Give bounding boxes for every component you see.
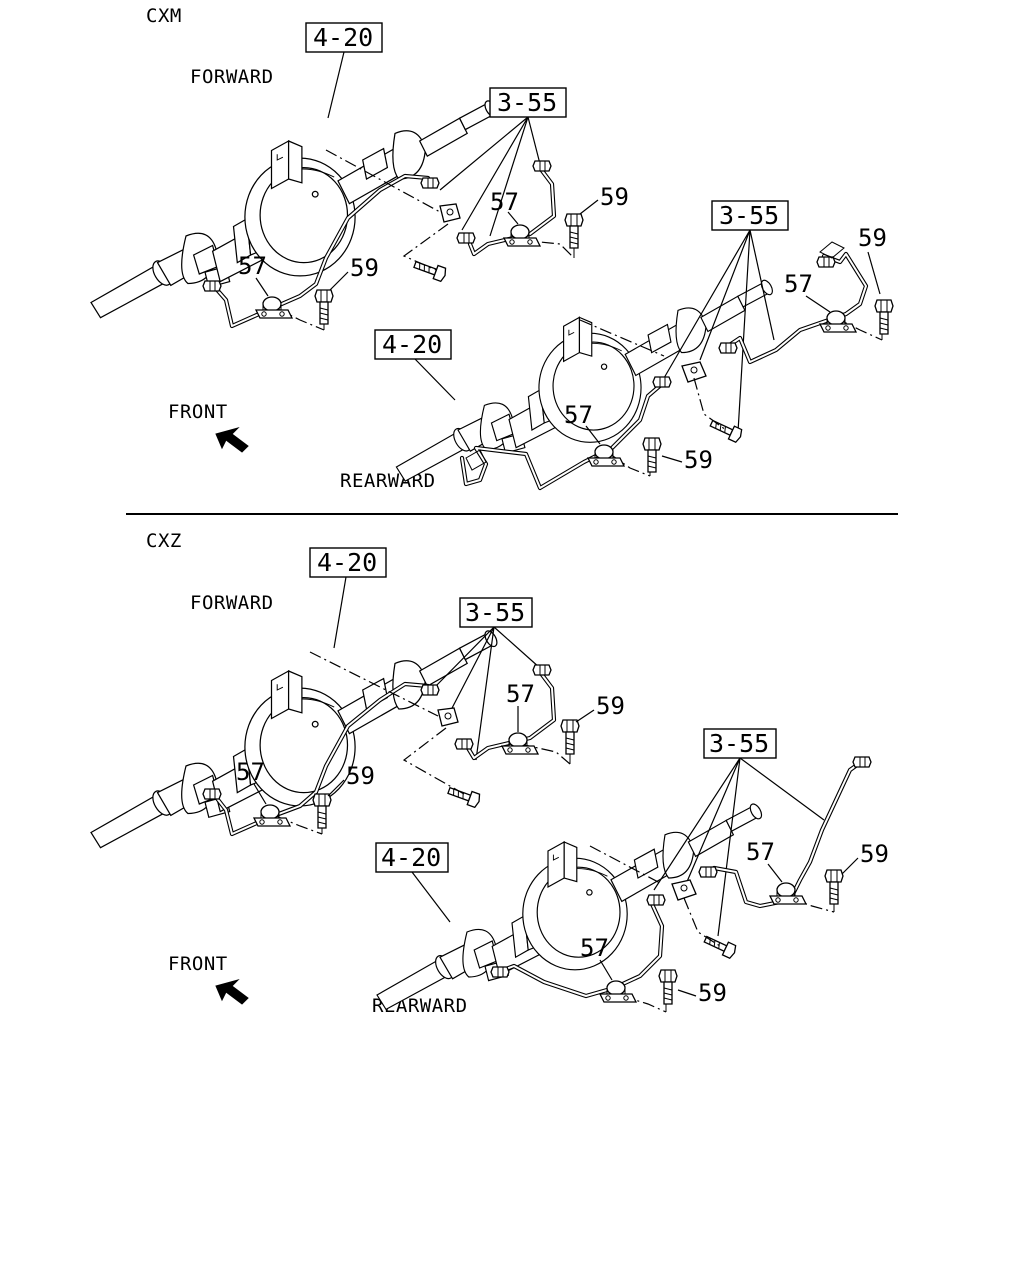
bolt-59 (642, 437, 662, 473)
part-57: 57 (506, 680, 535, 708)
svg-text:3-55: 3-55 (719, 201, 779, 230)
part-57: 57 (236, 758, 265, 786)
bolt-59 (564, 213, 584, 249)
ref-axle-rearward: 4-20 (375, 842, 451, 923)
part-57: 57 (746, 838, 775, 866)
part-59: 59 (860, 840, 889, 868)
front-label: FRONT (168, 401, 228, 423)
part-59: 59 (350, 254, 379, 282)
part-57: 57 (238, 252, 267, 280)
svg-text:3-55: 3-55 (709, 729, 769, 758)
part-59: 59 (684, 446, 713, 474)
ref-hose-rearward: 3-55 (663, 200, 789, 433)
forward-axle (90, 628, 500, 849)
ref-hose-rearward: 3-55 (653, 728, 825, 937)
variant-label: CXZ (146, 530, 182, 552)
clip-57 (769, 882, 807, 905)
svg-text:4-20: 4-20 (381, 843, 441, 872)
bolt-59 (560, 719, 580, 755)
ref-axle-forward: 4-20 (309, 547, 387, 649)
panel-cxm: CXM FORWARD FRONT REARWARD 4-20 3-55 4-2… (90, 5, 894, 492)
bolt-59 (314, 289, 334, 325)
bolt-59 (658, 969, 678, 1005)
rearward-axle (395, 277, 776, 482)
rearward-label: REARWARD (340, 470, 436, 492)
variant-label: CXM (146, 5, 182, 27)
part-59: 59 (698, 979, 727, 1007)
forward-label: FORWARD (190, 592, 274, 614)
svg-text:3-55: 3-55 (497, 88, 557, 117)
ref-axle-rearward: 4-20 (374, 329, 456, 401)
part-57: 57 (564, 401, 593, 429)
part-59: 59 (596, 692, 625, 720)
svg-text:4-20: 4-20 (313, 23, 373, 52)
clip-57 (253, 804, 291, 827)
forward-label: FORWARD (190, 66, 274, 88)
part-57: 57 (784, 270, 813, 298)
svg-text:4-20: 4-20 (382, 330, 442, 359)
part-59: 59 (600, 183, 629, 211)
bolt-59 (874, 299, 894, 335)
ref-hose-forward: 3-55 (439, 87, 567, 237)
forward-axle (90, 98, 500, 319)
ref-axle-forward: 4-20 (305, 22, 383, 119)
svg-text:4-20: 4-20 (317, 548, 377, 577)
svg-text:3-55: 3-55 (465, 598, 525, 627)
front-label: FRONT (168, 953, 228, 975)
panel-cxz: CXZ FORWARD FRONT REARWARD 4-20 3-55 4-2… (90, 530, 889, 1017)
ref-hose-forward: 3-55 (431, 597, 541, 761)
part-57: 57 (490, 188, 519, 216)
part-59: 59 (346, 762, 375, 790)
arrow-northwest-icon (215, 427, 249, 453)
part-57: 57 (580, 934, 609, 962)
part-59: 59 (858, 224, 887, 252)
bolt-59 (312, 793, 332, 829)
bolt-59 (824, 869, 844, 905)
arrow-northwest-icon (215, 979, 249, 1005)
